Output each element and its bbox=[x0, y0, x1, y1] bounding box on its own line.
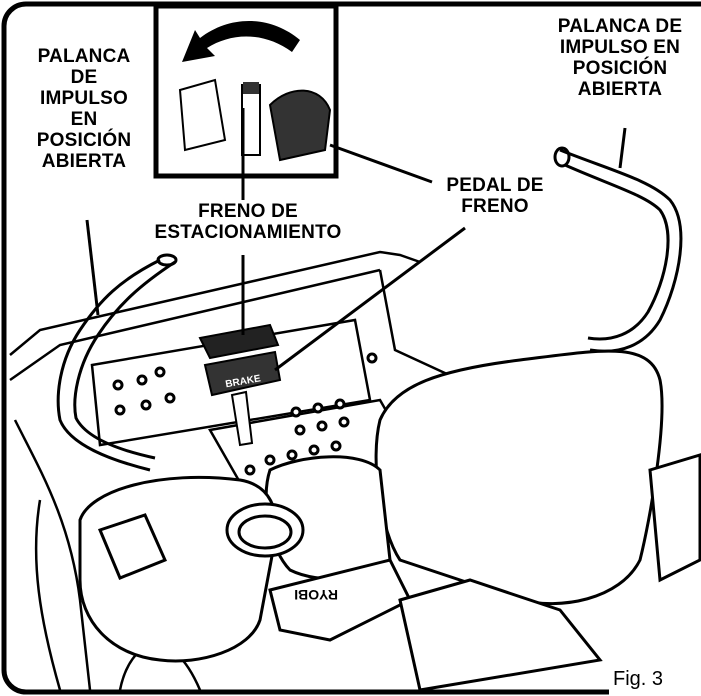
label-line: IMPULSO bbox=[40, 88, 128, 109]
brake-pedal bbox=[198, 323, 282, 447]
label-line: PEDAL DE bbox=[446, 175, 544, 196]
parking-brake-label: FRENO DE ESTACIONAMIENTO bbox=[138, 201, 358, 243]
seat bbox=[264, 349, 664, 606]
mower-body bbox=[9, 250, 461, 691]
label-line: EN bbox=[70, 109, 98, 130]
right-console bbox=[268, 558, 603, 692]
left-drive-lever bbox=[56, 253, 178, 472]
left-drive-lever-label: PALANCA DE IMPULSO EN POSICIÓN ABIERTA bbox=[14, 46, 154, 172]
brake-pedal-label: PEDAL DE FRENO bbox=[430, 175, 560, 217]
inset-detail bbox=[153, 3, 339, 179]
rotate-arrow-icon bbox=[182, 20, 300, 62]
label-line: PALANCA bbox=[37, 46, 131, 67]
label-line: DE bbox=[70, 67, 98, 88]
figure-caption: Fig. 3 bbox=[609, 662, 701, 696]
pedal-decal-text: BRAKE bbox=[225, 373, 262, 390]
label-line: POSICIÓN bbox=[36, 130, 132, 151]
label-line: PALANCA DE bbox=[557, 16, 683, 37]
label-line: ABIERTA bbox=[577, 79, 663, 100]
platform-holes bbox=[112, 352, 378, 476]
label-line: FRENO DE bbox=[198, 201, 298, 222]
left-console bbox=[78, 475, 305, 663]
label-line: POSICIÓN bbox=[572, 58, 668, 79]
label-line: FRENO bbox=[461, 196, 529, 217]
brand-decal-text: RYOBI bbox=[294, 587, 338, 603]
right-drive-lever bbox=[553, 146, 683, 353]
leader-lines bbox=[85, 108, 627, 372]
label-line: ESTACIONAMIENTO bbox=[154, 222, 342, 243]
label-line: ABIERTA bbox=[41, 151, 127, 172]
right-drive-lever-label: PALANCA DE IMPULSO EN POSICIÓN ABIERTA bbox=[545, 16, 695, 100]
right-fender bbox=[648, 453, 701, 583]
label-line: IMPULSO EN bbox=[559, 37, 681, 58]
